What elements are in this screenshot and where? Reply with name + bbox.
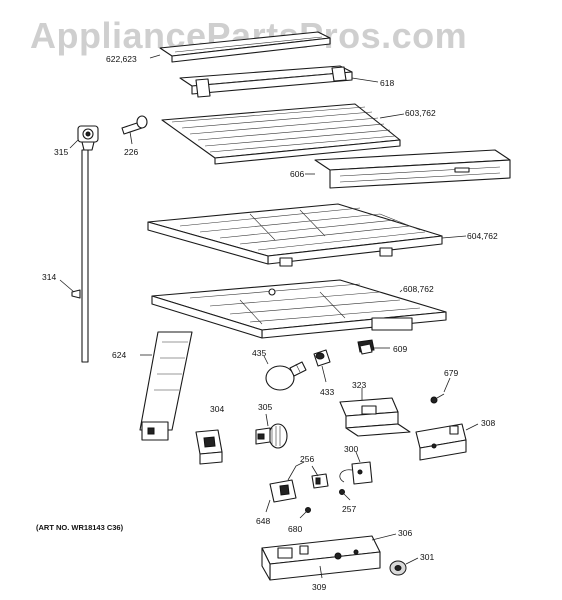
callout-604: 604,762 — [467, 231, 498, 241]
callout-609: 609 — [393, 344, 407, 354]
part-622-top-cover[interactable] — [159, 31, 331, 63]
part-300-thermostat[interactable] — [339, 461, 373, 485]
part-679-screw[interactable] — [430, 393, 445, 404]
part-680-screw[interactable] — [299, 507, 311, 519]
part-304-light-switch[interactable] — [195, 429, 223, 465]
part-256-connector[interactable] — [311, 473, 329, 489]
part-603-wire-shelf[interactable] — [161, 103, 401, 165]
callout-648: 648 — [256, 516, 270, 526]
part-323-mounting-bracket[interactable] — [339, 397, 411, 437]
part-433-light-socket[interactable] — [313, 349, 331, 383]
callout-680: 680 — [288, 524, 302, 534]
part-301-knob[interactable] — [389, 560, 407, 576]
part-226-shaft[interactable] — [121, 115, 148, 145]
callout-308: 308 — [481, 418, 495, 428]
callout-305: 305 — [258, 402, 272, 412]
callout-314: 314 — [42, 272, 56, 282]
part-648-switch[interactable] — [269, 461, 305, 503]
callout-226: 226 — [124, 147, 138, 157]
callout-622: 622,623 — [106, 54, 137, 64]
callout-618: 618 — [380, 78, 394, 88]
part-609-clip[interactable] — [357, 339, 375, 355]
callout-608: 608,762 — [403, 284, 434, 294]
part-305-control-knob[interactable] — [255, 423, 288, 449]
part-604-crisper-cover[interactable] — [147, 203, 443, 267]
callout-624: 624 — [112, 350, 126, 360]
part-606-crisper-cover-frame[interactable] — [314, 149, 511, 189]
part-624-control-housing[interactable] — [139, 331, 193, 441]
callout-435: 435 — [252, 348, 266, 358]
callout-323: 323 — [352, 380, 366, 390]
callout-301: 301 — [420, 552, 434, 562]
art-number-note: (ART NO. WR18143 C36) — [36, 523, 124, 532]
callout-679: 679 — [444, 368, 458, 378]
part-435-light-bulb[interactable] — [265, 361, 307, 391]
part-308-thermostat-bracket[interactable] — [415, 423, 467, 461]
part-608-crisper-pan[interactable] — [151, 279, 447, 339]
callout-300: 300 — [344, 444, 358, 454]
part-618-light-housing[interactable] — [179, 65, 353, 98]
callout-315: 315 — [54, 147, 68, 157]
callout-603: 603,762 — [405, 108, 436, 118]
part-257-screw[interactable] — [339, 489, 351, 501]
callout-304: 304 — [210, 404, 224, 414]
part-314-control-rod[interactable] — [71, 149, 89, 363]
callout-433: 433 — [320, 387, 334, 397]
part-306-control-panel[interactable] — [261, 535, 381, 581]
callout-257: 257 — [342, 504, 356, 514]
part-315-control-bracket[interactable] — [77, 125, 99, 151]
callout-606: 606 — [290, 169, 304, 179]
callout-306: 306 — [398, 528, 412, 538]
callout-309: 309 — [312, 582, 326, 592]
callout-256: 256 — [300, 454, 314, 464]
